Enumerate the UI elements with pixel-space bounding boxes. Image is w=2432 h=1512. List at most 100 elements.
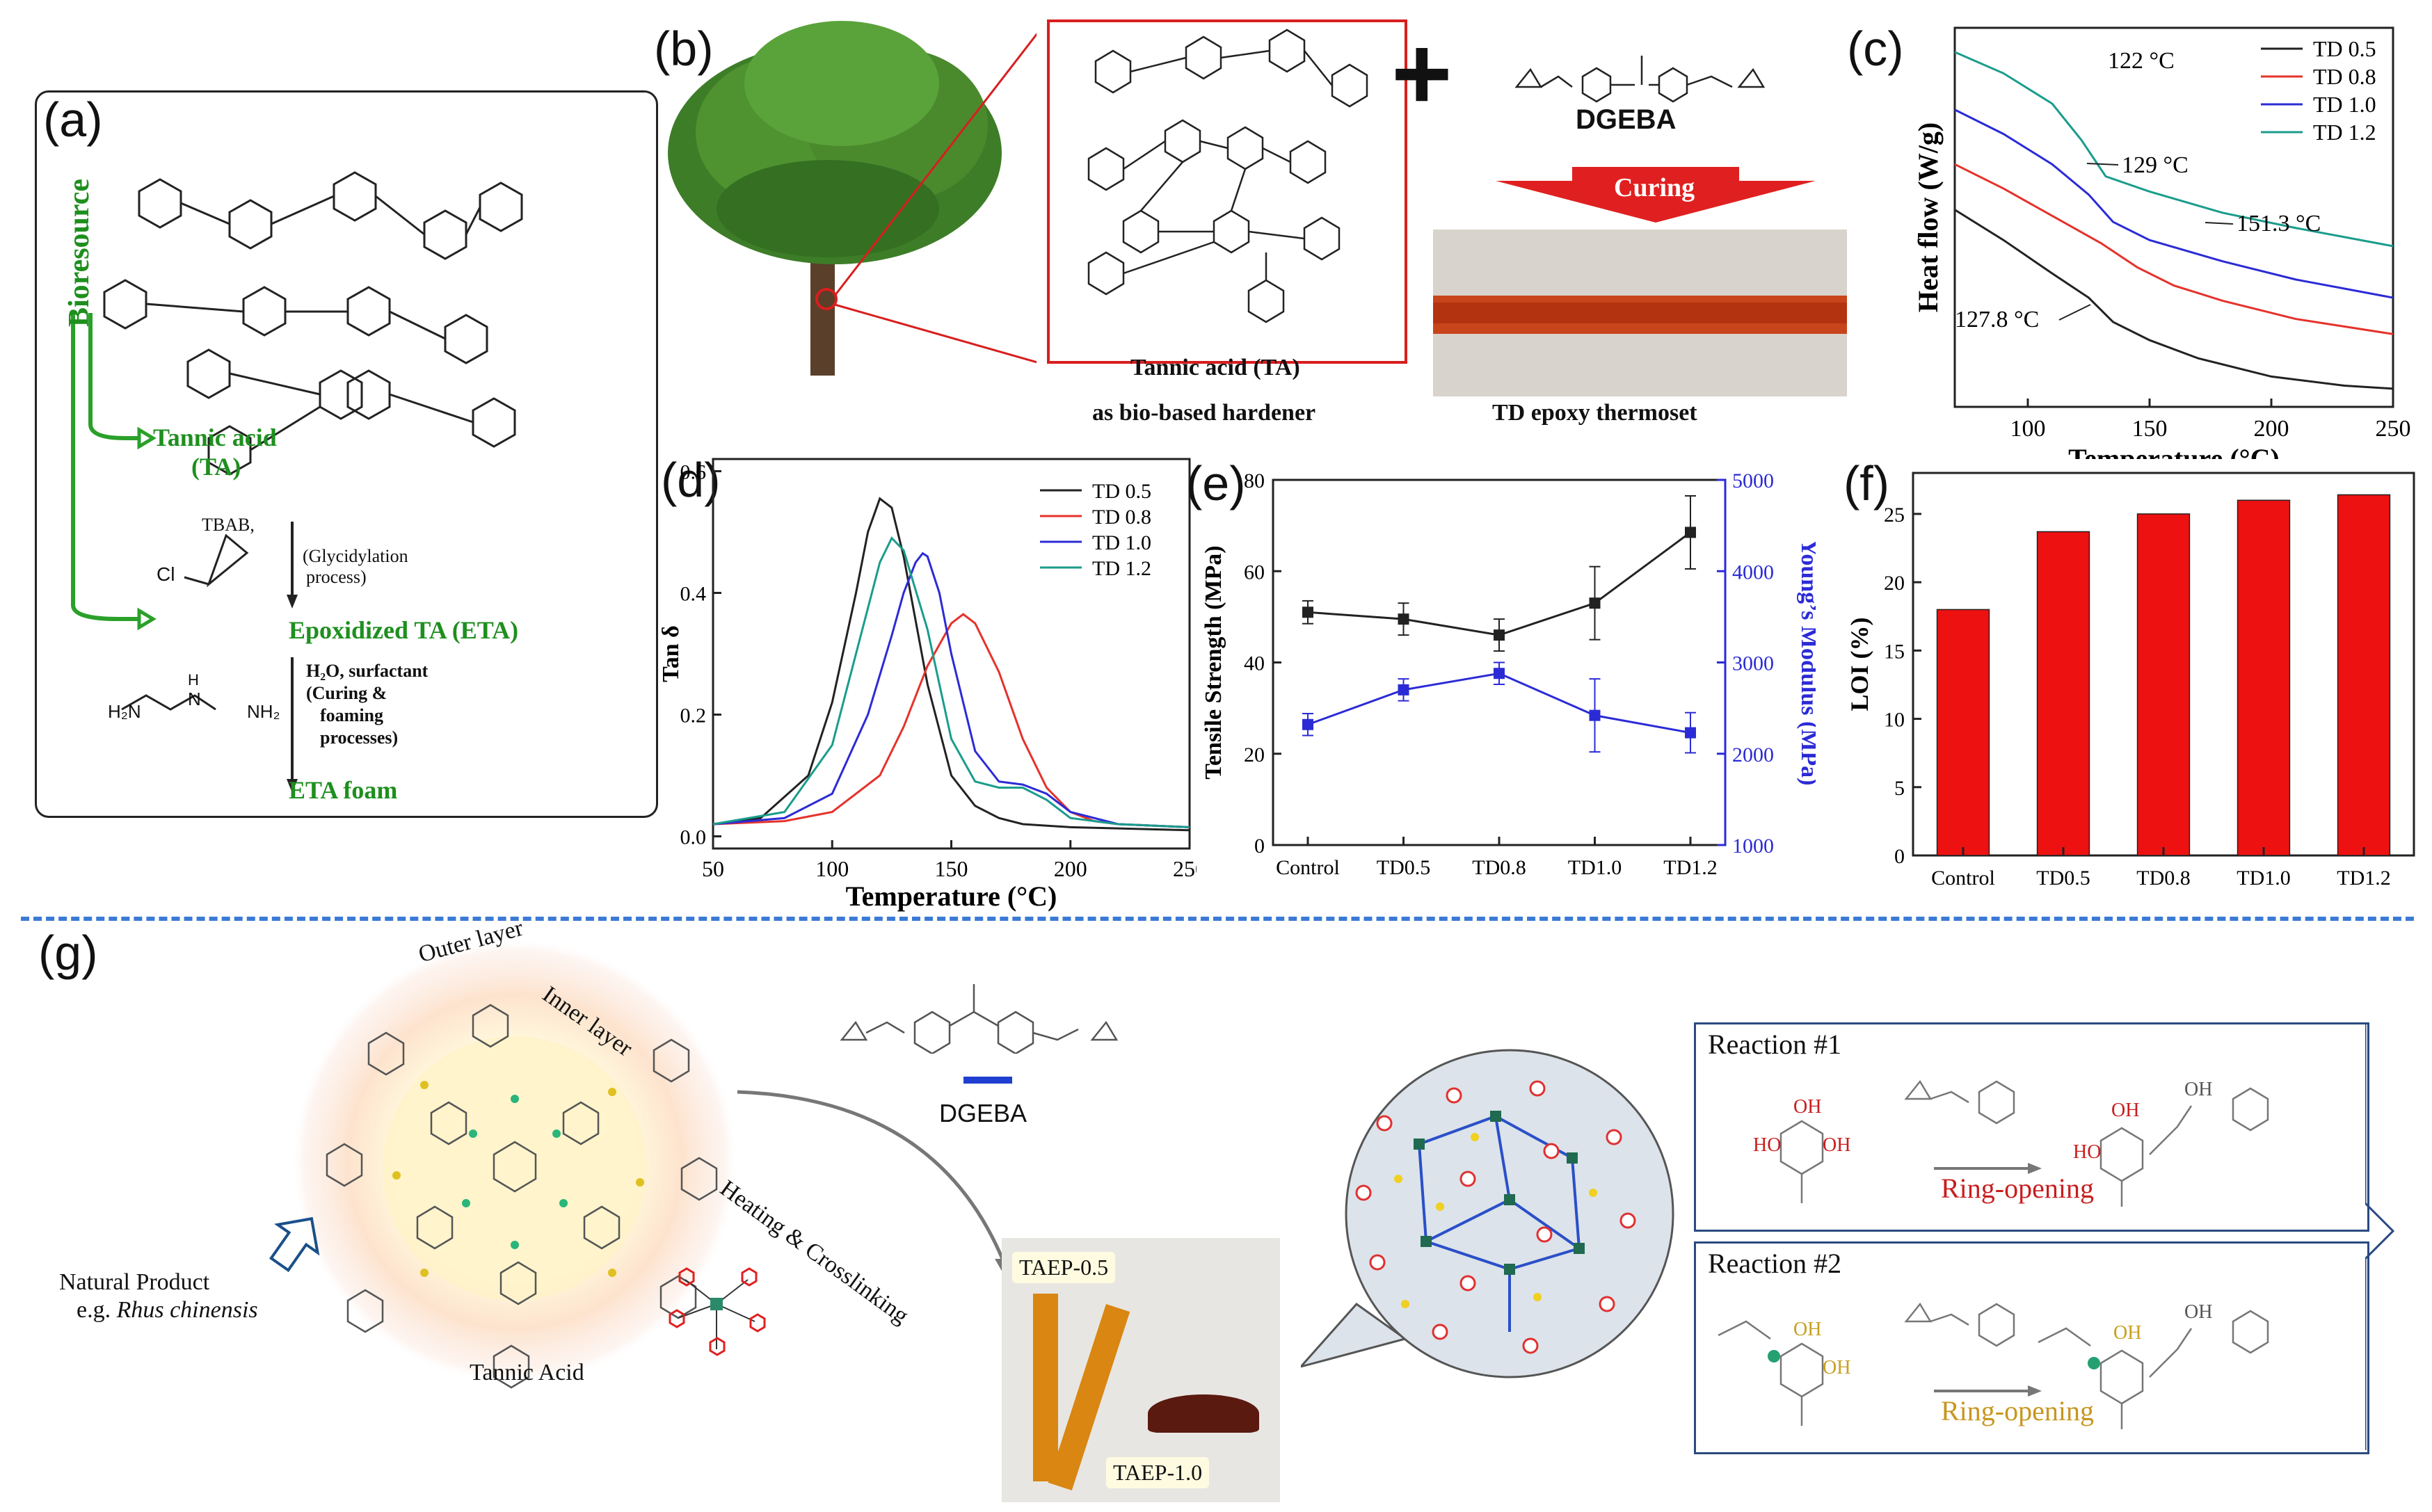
taep-10-label: TAEP-1.0 (1106, 1457, 1210, 1488)
amine-n: N (188, 689, 201, 709)
legend-label: TD 0.5 (1092, 480, 1151, 503)
natural-product-example: e.g. Rhus chinensis (77, 1297, 258, 1323)
plus-sign: + (1391, 15, 1453, 131)
amine-h: H (188, 671, 199, 689)
data-point (1302, 606, 1313, 618)
reaction-1-box (1694, 1022, 2369, 1232)
legend-label: TD 1.2 (2313, 120, 2376, 145)
x-tick-label: 100 (815, 856, 849, 881)
annotation-arrow (2058, 304, 2091, 321)
annotation-151: 151.3 °C (2237, 211, 2321, 236)
legend-label: TD 1.0 (1092, 531, 1151, 554)
x-axis-label: Temperature (°C) (846, 880, 1057, 912)
panel-g-label: (g) (38, 926, 98, 980)
bar-control (1936, 609, 1990, 856)
bar-td08 (2136, 513, 2191, 856)
data-point (1398, 613, 1409, 625)
curing-arrow (1496, 167, 1816, 223)
eta-foam-label: ETA foam (289, 776, 398, 804)
series-line-TD12 (712, 536, 1190, 828)
tree-image (668, 21, 1037, 376)
plot-frame (1953, 26, 2394, 408)
reaction-2-box (1694, 1241, 2369, 1454)
dgeba-structure-b (1514, 56, 1766, 103)
x-tick-label: TD0.8 (2136, 867, 2191, 890)
bar-td10 (2237, 499, 2291, 856)
y-tick-label: 0.6 (680, 461, 707, 484)
svg-text:OH: OH (2184, 1079, 2212, 1100)
y-tick-label: 40 (1244, 652, 1265, 675)
x-tick-label: 150 (935, 856, 968, 881)
series-line-TD10 (1954, 108, 2394, 299)
green-arrowhead-ta (137, 426, 157, 450)
legend-label: TD 0.8 (1092, 506, 1151, 529)
y-tick-label: 80 (1244, 469, 1265, 492)
y2-tick-label: 2000 (1732, 743, 1774, 766)
tbab-label: TBAB, (202, 515, 255, 535)
series-line-TD10 (712, 552, 1190, 828)
y-tick-label: 0.2 (680, 705, 707, 727)
x-tick-label: TD0.5 (2036, 867, 2090, 890)
dgeba-label-g: DGEBA (939, 1099, 1027, 1127)
eta-label: Epoxidized TA (ETA) (289, 616, 519, 644)
panel-a-graphics (71, 171, 523, 793)
green-arrow-to-ecl (71, 313, 139, 621)
legend-label: TD 1.2 (1092, 557, 1151, 580)
glycidylation-label-2: process) (306, 567, 367, 587)
x-tick-label: 150 (2132, 416, 2168, 442)
svg-text:OH: OH (2184, 1301, 2212, 1323)
y-tick-label: 0.0 (680, 826, 707, 849)
data-point (1494, 629, 1505, 641)
y-tick-label: 0 (1254, 835, 1265, 858)
annotation-122: 122 °C (2108, 48, 2175, 74)
natural-product-label: Natural Product (59, 1269, 210, 1295)
tannic-acid-shells (292, 939, 737, 1389)
heating-arrow (737, 1090, 1016, 1283)
y-tick-label: 0 (1894, 845, 1905, 868)
ta-structure-box (1047, 19, 1407, 364)
x-tick-label: 200 (2254, 416, 2289, 442)
svg-text:HO: HO (1753, 1134, 1781, 1156)
svg-text:OH: OH (2111, 1100, 2139, 1121)
h2o-label: H₂O, surfactant (306, 661, 429, 681)
y-tick-label: 20 (1244, 743, 1265, 766)
series-line-TD08 (712, 613, 1190, 828)
svg-text:OH: OH (2113, 1322, 2141, 1344)
svg-text:HO: HO (2073, 1141, 2101, 1163)
y-axis-label: Heat flow (W/g) (1912, 122, 1944, 312)
panel-d-label: (d) (661, 453, 721, 507)
y-tick-label: 0.4 (680, 583, 707, 606)
annotation-arrow (2205, 222, 2234, 225)
data-point (1398, 684, 1409, 695)
y-tick-label: 60 (1244, 561, 1265, 584)
glycidylation-label: (Glycidylation (303, 546, 408, 566)
panel-f-label: (f) (1843, 456, 1890, 510)
ta-caption: Tannic acid (TA) (1130, 355, 1300, 380)
svg-text:OH: OH (1823, 1357, 1850, 1378)
series-line-TD05 (712, 497, 1190, 832)
bioresource-label: Bioresource (63, 178, 95, 327)
x-tick-label: Control (1276, 856, 1340, 879)
data-point (1685, 526, 1696, 538)
reaction-bracket (2365, 1022, 2395, 1450)
y2-tick-label: 3000 (1732, 652, 1774, 675)
x-tick-label: 100 (2010, 416, 2046, 442)
legend-label: TD 1.0 (2313, 92, 2376, 117)
x-tick-label: TD1.0 (1568, 856, 1622, 879)
legend-label: TD 0.8 (2313, 64, 2376, 89)
series-line-TD05 (1954, 209, 2394, 390)
data-point (1589, 709, 1601, 721)
thermoset-photo (1433, 230, 1847, 396)
panel-b-label: (b) (654, 22, 714, 76)
panel-e-label: (e) (1186, 456, 1246, 510)
y2-tick-label: 5000 (1732, 469, 1774, 492)
y-axis-label: Tensile Strength (MPa) (1201, 545, 1226, 779)
x-tick-label: TD1.0 (2237, 867, 2291, 890)
legend-label: TD 0.5 (2313, 36, 2376, 61)
panel-c-label: (c) (1847, 22, 1904, 76)
x-tick-label: TD0.8 (1472, 856, 1526, 879)
dgeba-label-b: DGEBA (1576, 104, 1677, 135)
